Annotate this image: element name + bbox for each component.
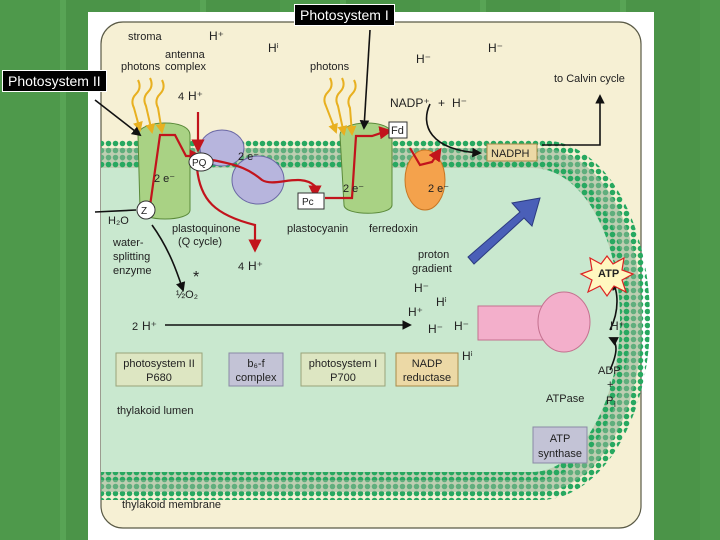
adp-plus: + [607,379,613,391]
ferredoxin-label: ferredoxin [369,223,418,235]
nadp-box-line1: NADP [412,358,443,370]
atp-label: ATP [598,268,619,280]
ps1-box-line2: P700 [330,372,356,384]
antenna-label: antenna [165,49,206,61]
to-calvin-label: to Calvin cycle [554,73,625,85]
plastocyanin-label: plastocyanin [287,223,348,235]
coef-4a: 4 [178,91,184,103]
two-e-4: 2 e⁻ [428,183,449,195]
ps1-box [300,352,386,387]
atp-synthase-head [537,291,591,353]
water-splitting-2: splitting [113,251,150,263]
h-minus-3: H⁻ [452,96,467,110]
atp-synthase-stalk [477,305,549,341]
water-splitting-1: water- [112,237,144,249]
nadph-text: NADPH [491,148,530,160]
atps-box-line1: ATP [550,433,571,445]
ps1-box-line1: photosystem I [309,358,377,370]
two-e-1: 2 e⁻ [238,151,259,163]
pi-label: P [606,395,613,407]
h-minus-4: H⁻ [414,281,429,295]
ps2-box-line1: photosystem II [123,358,195,370]
plastoquinone-label: plastoquinone [172,223,241,235]
plus-sign: + [438,96,445,110]
h-minus-2: H⁻ [488,41,503,55]
two-e-3: 2 e⁻ [343,183,364,195]
pi-subscript: i [614,400,616,409]
z-label: Z [141,206,147,217]
atpase-label: ATPase [546,393,584,405]
h-plus-4: H⁺ [408,305,423,319]
photons-left-label: photons [121,61,161,73]
half-o2-label: ½O₂ [176,289,198,301]
z-marker [136,200,156,220]
photosystem-i-callout: Photosystem I [294,4,395,26]
photons-ps1 [323,77,357,136]
h-minus-1: H⁻ [416,52,431,66]
ps2-box [115,352,203,387]
h-bar-1: Hⁱ [268,41,279,55]
h-minus-6: H⁻ [454,319,469,333]
nadp-box-line2: reductase [403,372,451,384]
electron-transport-path [148,112,442,253]
adp-label: ADP [598,365,621,377]
fd-marker [388,121,408,139]
proton-label-2: gradient [412,263,452,275]
h-plus-1: H⁺ [209,29,224,43]
b6f-box-line1: b₆-f [247,358,265,370]
lumen-label: thylakoid lumen [117,405,193,417]
pq-marker [188,152,214,172]
h-bar-3: Hⁱ [462,349,473,363]
b6f-box-line2: complex [236,372,277,384]
h-plus-3: H⁺ [248,259,263,273]
complex-label: complex [165,61,206,73]
pc-label: Pc [302,197,314,208]
ps2-box-line2: P680 [146,372,172,384]
flow-arrows [94,29,621,371]
q-cycle-label: (Q cycle) [178,236,222,248]
nadp-reductase-box [395,352,459,387]
pc-marker [297,192,325,210]
pq-label: PQ [192,158,207,169]
h2o-label: H₂O [108,215,129,227]
asterisk: * [193,269,199,286]
photons-ps2 [131,77,166,134]
h-plus-6: H⁺ [610,319,625,333]
nadph-box [486,143,538,162]
photosystem-ii-callout: Photosystem II [2,70,107,92]
proton-flow-arrow [467,197,541,265]
fd-label: Fd [391,125,404,137]
h-plus-5: H⁺ [142,319,157,333]
two-e-2: 2 e⁻ [154,173,175,185]
atp-burst [579,255,635,298]
b6f-box [228,352,284,387]
nadp-plus-label: NADP⁺ [390,96,430,110]
photons-right-label: photons [310,61,350,73]
coef-2: 2 [132,321,138,333]
nadp-reductase-protein [404,149,446,211]
h-plus-2: H⁺ [188,89,203,103]
proton-label-1: proton [418,249,449,261]
h-bar-2: Hⁱ [436,295,447,309]
coef-4b: 4 [238,261,244,273]
water-splitting-3: enzyme [113,265,152,277]
b6f-complex-body [231,155,285,205]
atp-synthase-box [532,426,588,464]
h-minus-5: H⁻ [428,322,443,336]
stroma-label: stroma [128,31,163,43]
membrane-label: thylakoid membrane [122,499,221,511]
atps-box-line2: synthase [538,448,582,460]
